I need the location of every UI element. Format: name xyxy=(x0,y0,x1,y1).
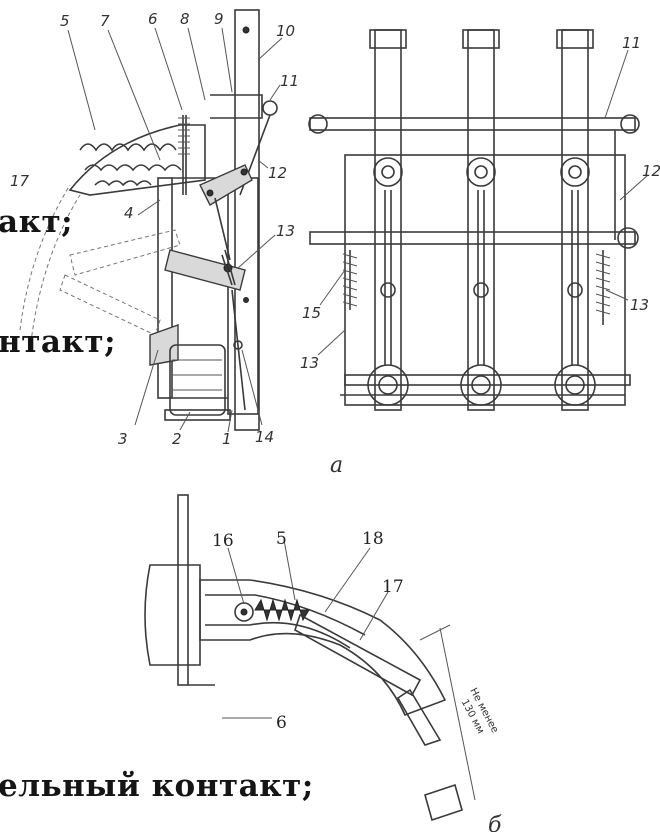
label-5: 5 xyxy=(60,12,70,30)
label-b-5: 5 xyxy=(276,529,287,549)
label-2: 2 xyxy=(172,430,182,448)
caption-a: a xyxy=(330,453,343,478)
overlay-text-line2: нтакт; xyxy=(0,324,117,360)
label-17: 17 xyxy=(10,172,30,190)
caption-b: б xyxy=(488,813,502,832)
label-1: 1 xyxy=(222,430,232,448)
pole-1 xyxy=(367,29,409,411)
label-right-15: 15 xyxy=(302,304,321,322)
label-b-6: 6 xyxy=(276,713,287,733)
label-11: 11 xyxy=(280,72,299,90)
label-12: 12 xyxy=(268,164,287,182)
label-7: 7 xyxy=(100,12,110,30)
distance-note: Не менее 130 мм xyxy=(459,686,501,736)
label-right-13b: 13 xyxy=(300,354,319,372)
label-right-11: 11 xyxy=(622,34,641,52)
label-3: 3 xyxy=(118,430,128,448)
side-view-drawing xyxy=(19,9,283,433)
label-b-16: 16 xyxy=(212,531,234,551)
front-view-drawing xyxy=(308,29,649,411)
label-14: 14 xyxy=(255,428,274,446)
label-13: 13 xyxy=(276,222,295,240)
label-b-17: 17 xyxy=(382,577,404,597)
overlay-text-line3: ельный контакт; xyxy=(0,768,314,804)
label-9: 9 xyxy=(214,10,224,28)
label-8: 8 xyxy=(180,10,190,28)
pole-3 xyxy=(554,29,596,411)
label-b-18: 18 xyxy=(362,529,384,549)
label-6: 6 xyxy=(148,10,158,28)
arc-chute-detail-drawing xyxy=(144,494,476,822)
pole-2 xyxy=(460,29,502,411)
label-right-12: 12 xyxy=(642,162,660,180)
overlay-text-line1: акт; xyxy=(0,204,74,240)
label-10: 10 xyxy=(276,22,295,40)
label-4: 4 xyxy=(124,204,134,222)
label-right-13a: 13 xyxy=(630,296,649,314)
